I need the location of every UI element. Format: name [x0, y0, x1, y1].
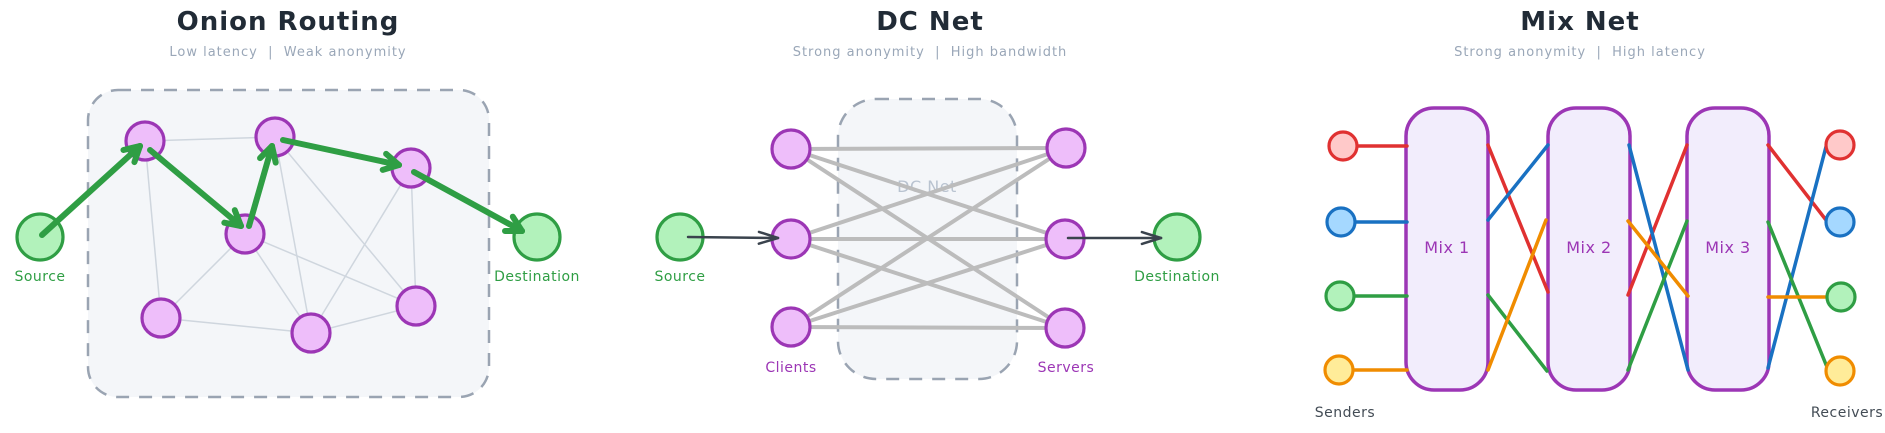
mix-link-red — [1626, 143, 1689, 297]
mix-box-label: Mix 3 — [1705, 238, 1750, 257]
mix-link-blue — [1766, 141, 1829, 370]
mix-box — [1404, 106, 1490, 392]
receivers-label: Receivers — [1811, 405, 1883, 421]
onion-path-arrow-head — [231, 207, 244, 229]
onion-path-arrow — [246, 143, 275, 229]
message-arrow-head — [1140, 230, 1163, 240]
mix-box-label: Mix 2 — [1566, 238, 1611, 257]
relay-node — [290, 312, 332, 354]
destination-node — [512, 212, 562, 262]
dc-broadcast-edge — [789, 146, 1068, 151]
relay-node — [140, 297, 182, 339]
mesh-edge — [274, 136, 417, 307]
mix-link-green — [1486, 293, 1549, 373]
dc-broadcast-edge — [789, 146, 1068, 329]
sender-node-green — [1324, 280, 1356, 312]
servers-label: Servers — [1038, 360, 1095, 376]
onion-path-arrow — [39, 143, 143, 238]
receiver-node-green — [1825, 281, 1857, 313]
sender-node-blue — [1325, 206, 1357, 238]
client-node — [770, 128, 812, 170]
mix-link-green — [1626, 219, 1689, 372]
receiver-node-orange — [1824, 355, 1856, 387]
sender-node-orange — [1323, 354, 1355, 386]
mesh-edge — [410, 167, 417, 307]
mix-link-red — [1486, 143, 1550, 294]
mix-link-green — [1766, 220, 1829, 369]
mix-net-diagram: Mix 1 Mix 2 Mix 3 Senders Receivers — [1315, 106, 1883, 421]
mesh-edge — [160, 317, 312, 334]
receiver-node-blue — [1824, 206, 1856, 238]
source-label: Source — [14, 269, 65, 285]
onion-path-arrow — [280, 137, 402, 168]
destination-label: Destination — [1134, 269, 1220, 285]
onion-path-arrow — [411, 169, 525, 234]
client-node — [770, 306, 812, 348]
dc-broadcast-edge — [789, 237, 1067, 329]
senders-label: Senders — [1315, 405, 1375, 421]
mix-link-orange — [1486, 218, 1548, 372]
clients-label: Clients — [765, 360, 816, 376]
onion-path-arrow — [147, 147, 244, 229]
mesh-edge — [274, 136, 312, 334]
server-node — [1044, 307, 1086, 349]
mix-link-red — [1766, 143, 1828, 222]
relay-node — [395, 285, 437, 327]
dc-broadcast-edge — [789, 325, 1067, 330]
onion-path-arrow-head — [120, 143, 143, 153]
receiver-node-red — [1824, 129, 1856, 161]
mix-link-orange — [1626, 219, 1690, 298]
onion-routing-diagram: Source Destination — [14, 88, 580, 399]
source-label: Source — [654, 269, 705, 285]
message-arrow-head — [1140, 236, 1163, 246]
message-arrow-head — [757, 230, 780, 240]
onion-path-arrow-head — [383, 150, 402, 168]
mix-link-blue — [1486, 143, 1550, 222]
mesh-edge — [244, 233, 417, 307]
message-arrow-head — [757, 236, 780, 245]
mesh-edge — [144, 136, 276, 142]
onion-path-arrow-head — [257, 143, 275, 162]
mesh-edge — [310, 167, 412, 334]
dc-broadcast-edge — [789, 146, 1068, 241]
mix-box — [1546, 106, 1632, 392]
mix-box — [1685, 106, 1771, 392]
destination-label: Destination — [494, 269, 580, 285]
mix-box-label: Mix 1 — [1424, 238, 1469, 257]
message-arrow — [686, 235, 780, 240]
mesh-edge — [144, 140, 162, 319]
server-node — [1045, 127, 1087, 169]
onion-path-arrow-head — [509, 213, 525, 234]
sender-node-red — [1327, 130, 1359, 162]
